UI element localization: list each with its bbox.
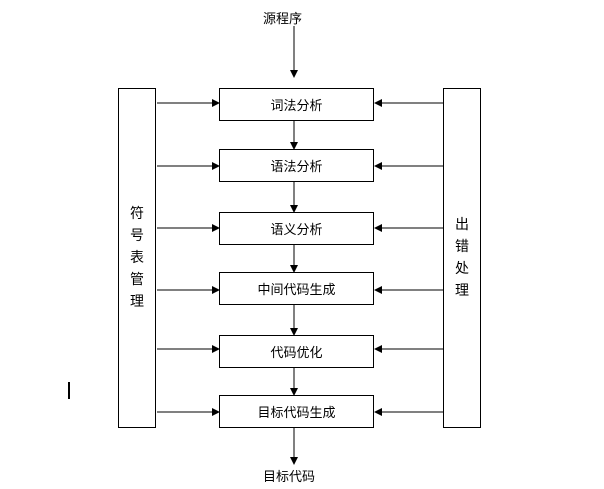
stage-target-code-gen: 目标代码生成 [219, 395, 374, 428]
error-handling-char: 处 [455, 261, 469, 277]
stage-semantic-analysis: 语义分析 [219, 212, 374, 245]
symbol-table-char: 理 [130, 294, 144, 310]
error-handling-char: 错 [455, 239, 469, 255]
symbol-table-char: 表 [130, 250, 144, 266]
error-handling-char: 理 [455, 283, 469, 299]
stage-code-optimization: 代码优化 [219, 335, 374, 368]
error-handling-char: 出 [455, 217, 469, 233]
text-cursor [68, 382, 70, 399]
symbol-table-char: 号 [130, 228, 144, 244]
symbol-table-char: 符 [130, 206, 144, 222]
symbol-table-panel: 符 号 表 管 理 [118, 88, 156, 428]
target-code-label: 目标代码 [263, 470, 316, 485]
stage-syntax-analysis: 语法分析 [219, 149, 374, 182]
error-handling-panel: 出 错 处 理 [443, 88, 481, 428]
stage-intermediate-code: 中间代码生成 [219, 272, 374, 305]
symbol-table-char: 管 [130, 272, 144, 288]
stage-lexical-analysis: 词法分析 [219, 88, 374, 121]
source-program-label: 源程序 [263, 12, 303, 27]
arrows-layer [157, 26, 443, 465]
